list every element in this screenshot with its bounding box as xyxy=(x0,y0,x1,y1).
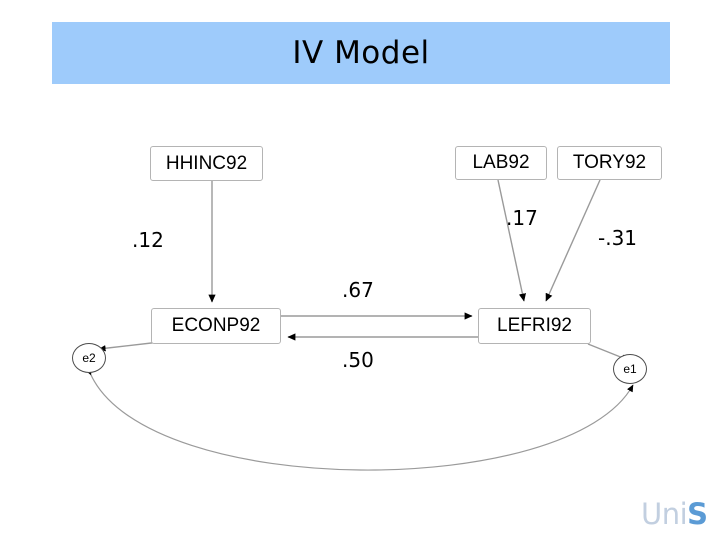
path-label-hhinc-to-econp: .12 xyxy=(132,228,164,252)
title-banner xyxy=(52,22,670,84)
node-hhinc92[interactable]: HHINC92 xyxy=(150,146,263,181)
node-error-e2-label: e2 xyxy=(82,351,96,365)
node-econp92[interactable]: ECONP92 xyxy=(151,308,281,344)
edge-e2-e1-covariance xyxy=(85,367,634,471)
path-label-tory-to-lefri: -.31 xyxy=(598,226,638,250)
unis-logo: UniS xyxy=(641,500,708,529)
node-error-e1-label: e1 xyxy=(623,362,637,376)
node-hhinc92-label: HHINC92 xyxy=(165,152,248,174)
page-title: IV Model xyxy=(292,35,430,71)
node-error-e2[interactable]: e2 xyxy=(72,343,106,373)
unis-logo-suffix: S xyxy=(687,497,708,531)
node-lefri92[interactable]: LEFRI92 xyxy=(478,308,591,344)
node-lefri92-label: LEFRI92 xyxy=(497,315,572,336)
path-label-lefri-to-econp: .50 xyxy=(342,348,374,372)
node-econp92-label: ECONP92 xyxy=(171,315,261,336)
path-label-econp-to-lefri: .67 xyxy=(342,278,374,302)
edge-tory92-to-lefri92 xyxy=(545,179,601,302)
unis-logo-prefix: Uni xyxy=(641,497,688,531)
path-label-lab-to-lefri: .17 xyxy=(506,206,538,230)
node-lab92-label: LAB92 xyxy=(472,152,530,173)
node-tory92[interactable]: TORY92 xyxy=(557,146,662,180)
node-error-e1[interactable]: e1 xyxy=(613,354,647,384)
node-lab92[interactable]: LAB92 xyxy=(455,146,547,180)
node-tory92-label: TORY92 xyxy=(572,152,647,173)
edge-e2-to-econp92 xyxy=(98,341,161,352)
edge-lab92-to-lefri92 xyxy=(497,179,526,302)
